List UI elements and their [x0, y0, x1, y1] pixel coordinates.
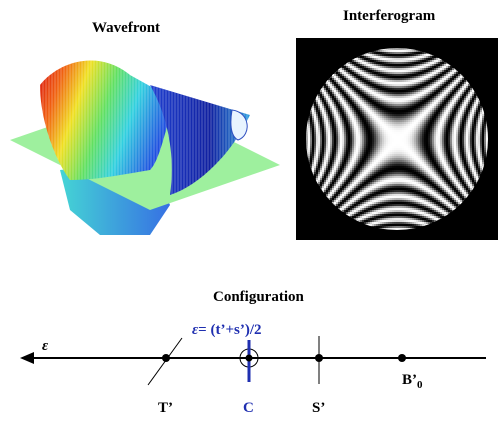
focus-formula-symbol: ε: [192, 322, 199, 338]
configuration-title: Configuration: [213, 289, 304, 305]
wavefront-title: Wavefront: [92, 20, 161, 36]
sagittal-focus-label: S’: [312, 400, 325, 416]
paraxial-focus-label-main: B’: [402, 372, 417, 388]
sagittal-focus-point: [315, 354, 323, 362]
axis-arrow-head: [20, 352, 34, 364]
tangential-focus-label: T’: [158, 400, 173, 416]
circle-of-least-confusion-label: C: [243, 400, 254, 416]
axis-epsilon-label: ε: [42, 338, 49, 354]
focus-formula: ε= (t’+s’)/2: [192, 322, 261, 338]
paraxial-focus-label-sub: 0: [417, 379, 423, 391]
interferogram-title: Interferogram: [343, 8, 436, 24]
wavefront-surface-plot: [10, 60, 280, 235]
paraxial-focus-label: B’0: [402, 372, 423, 391]
interferogram-fringes: [306, 48, 488, 230]
circle-of-least-confusion-point: [245, 354, 253, 362]
interferogram-image: [296, 38, 498, 240]
focus-formula-expression: = (t’+s’)/2: [198, 322, 261, 338]
configuration-diagram: ε ε= (t’+s’)/2 T’ C S’ B’0: [20, 322, 486, 416]
tangential-focus-point: [162, 354, 170, 362]
paraxial-focus-point: [398, 354, 406, 362]
